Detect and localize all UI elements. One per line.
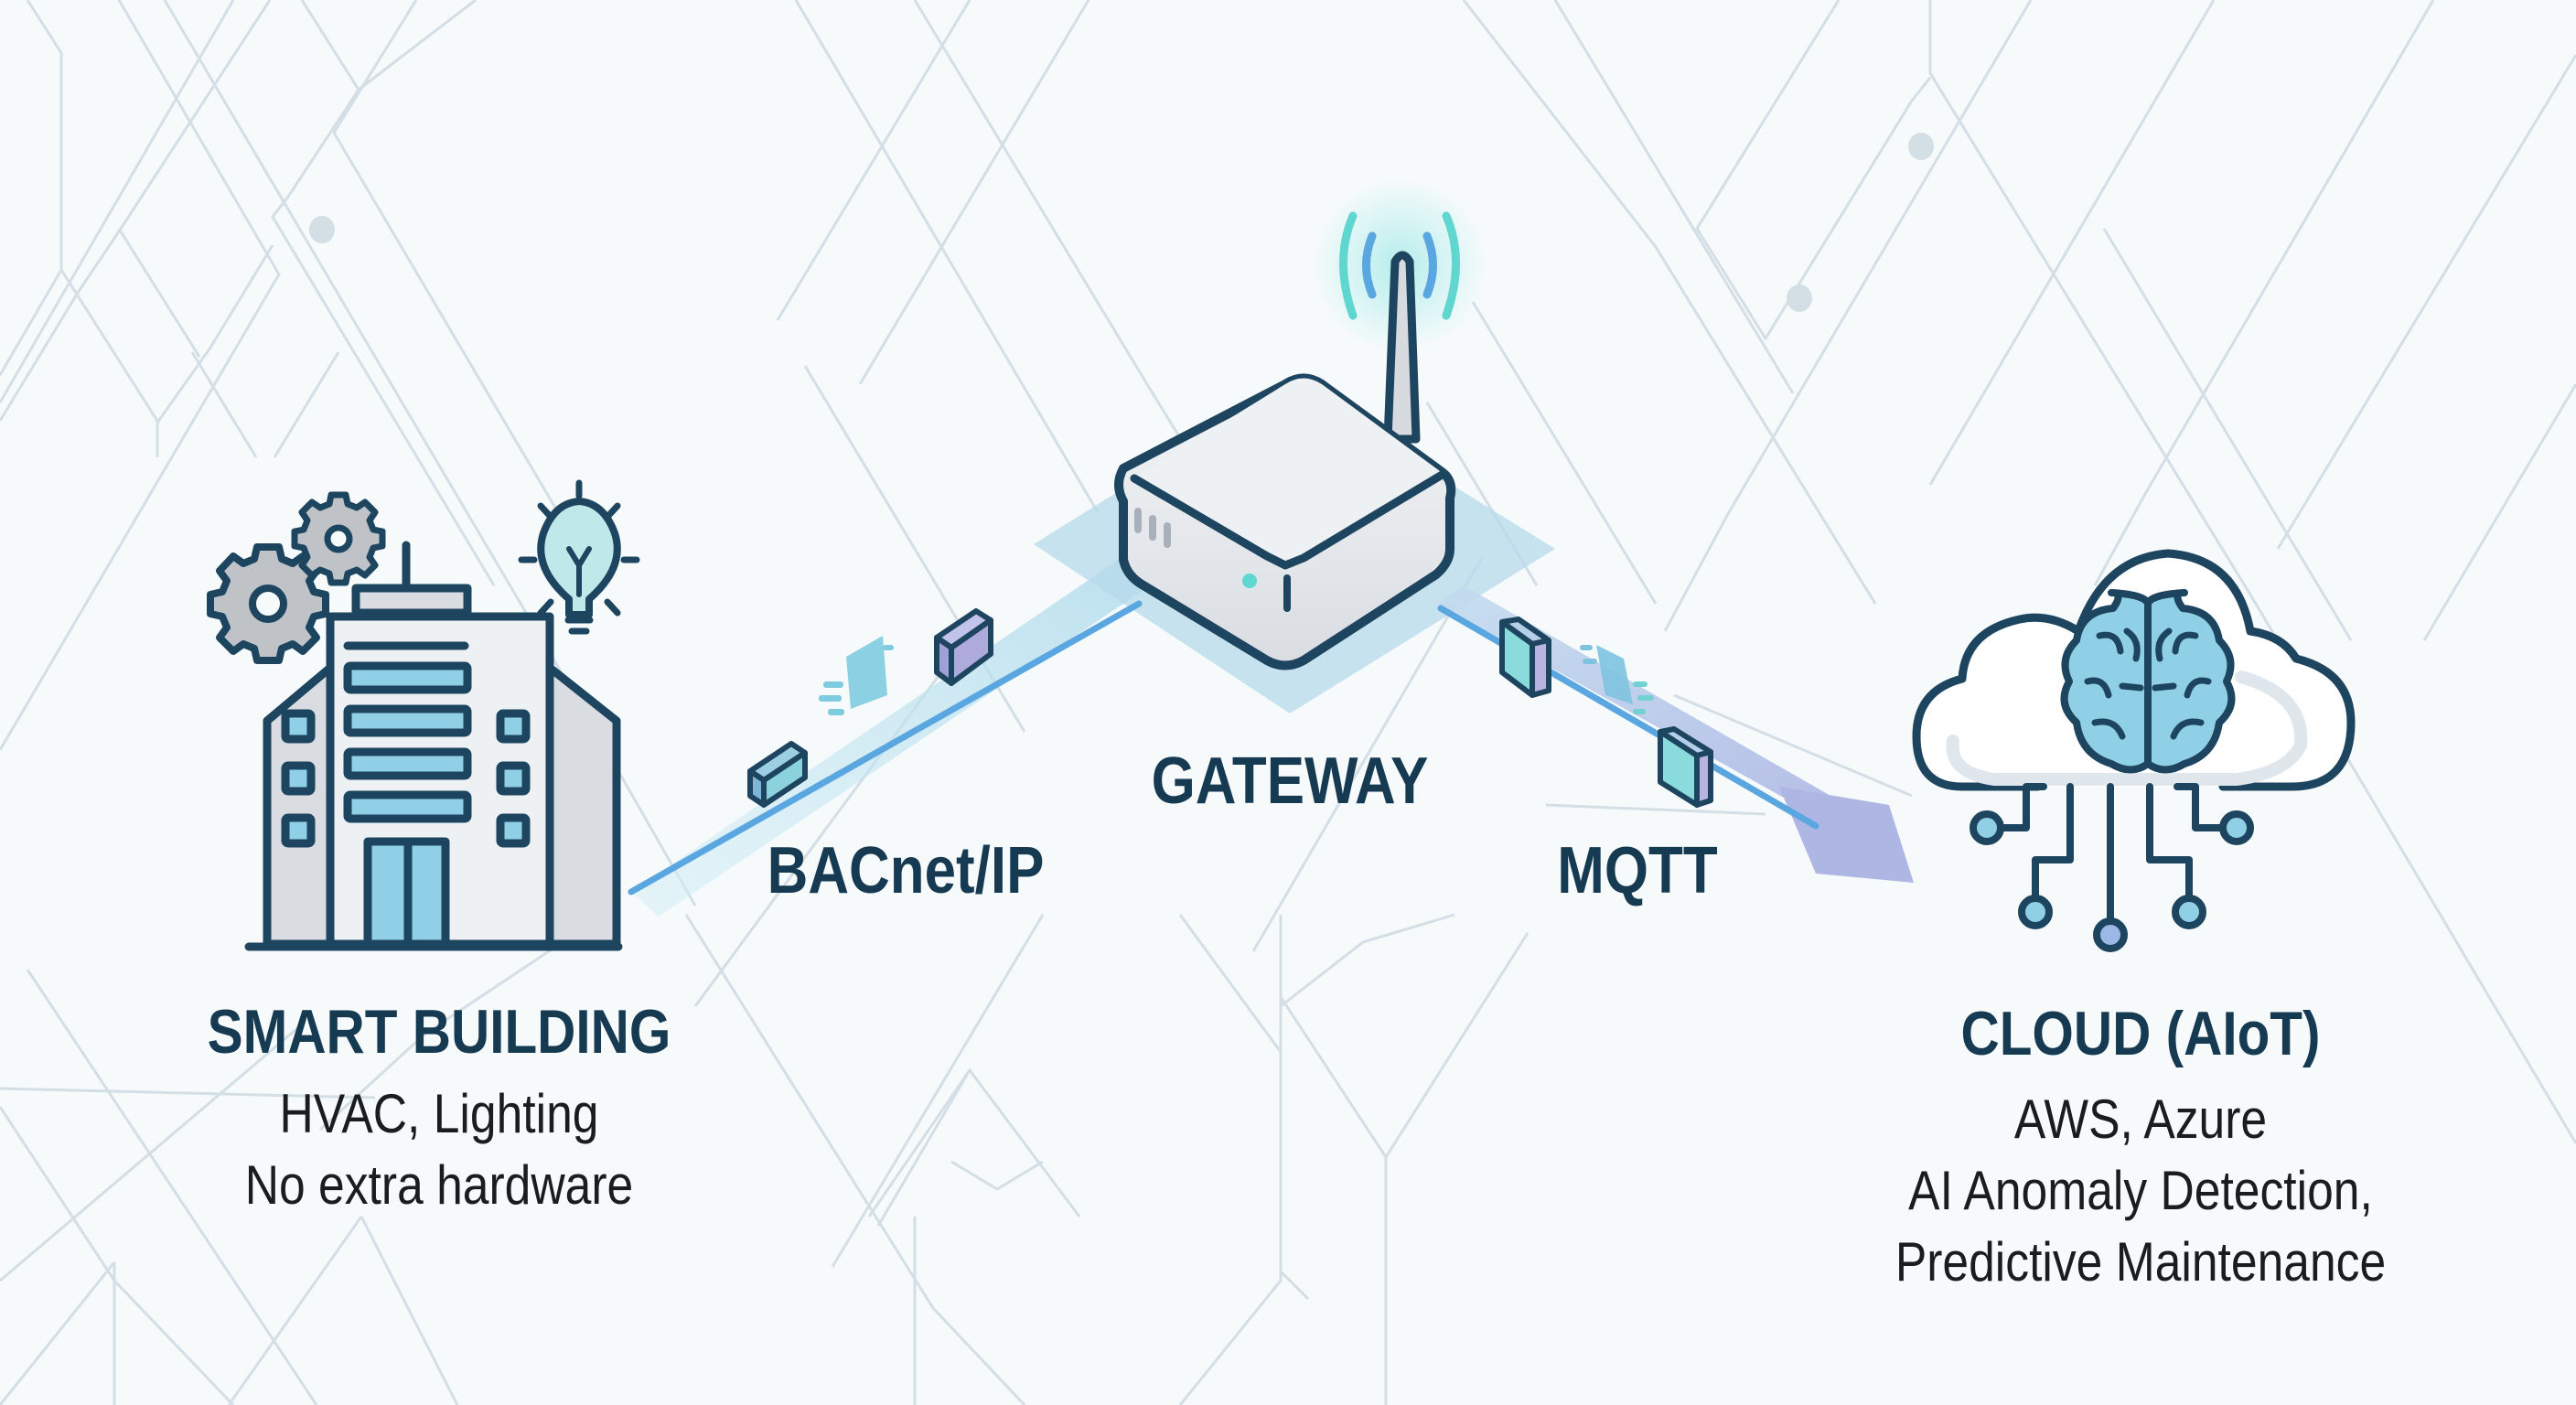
grid-node xyxy=(1787,284,1812,312)
grid-line xyxy=(117,228,201,358)
grid-line xyxy=(0,1261,116,1405)
grid-line xyxy=(0,1087,376,1099)
protocol-label-mqtt: MQTT xyxy=(1557,834,1718,907)
grid-line xyxy=(0,0,272,422)
brain-icon xyxy=(2060,589,2236,774)
grid-line xyxy=(1673,693,1913,798)
grid-line xyxy=(360,1216,459,1405)
grid-line xyxy=(1928,0,2216,486)
grid-line xyxy=(2093,0,2435,586)
grid-line xyxy=(1279,1270,1310,1301)
grid-line xyxy=(2102,228,2353,641)
vent-slot xyxy=(1149,515,1156,541)
grid-line xyxy=(0,0,63,376)
wireless-signal-icon xyxy=(1339,211,1460,320)
grid-line xyxy=(794,0,1100,513)
grid-line xyxy=(776,0,971,321)
grid-line xyxy=(26,969,318,1405)
status-led xyxy=(1242,574,1257,588)
grid-line xyxy=(318,913,605,1132)
grid-line xyxy=(2276,54,2576,550)
router-edge xyxy=(1130,469,1448,570)
gear-icon xyxy=(291,491,386,586)
grid-line xyxy=(1178,914,1283,1053)
grid-line xyxy=(190,351,258,458)
light-rays xyxy=(518,479,640,617)
packet-icon xyxy=(934,608,993,686)
grid-line xyxy=(1251,557,1484,952)
grid-line xyxy=(950,1160,1044,1191)
background-nodes xyxy=(309,133,1934,312)
circuit-icon xyxy=(1970,783,2254,952)
grid-line xyxy=(867,1067,1081,1217)
grid-line xyxy=(0,0,235,403)
grid-line xyxy=(1928,0,2576,1144)
lightbulb-icon xyxy=(518,479,640,635)
grid-line xyxy=(1471,301,1658,605)
grid-line xyxy=(227,1216,363,1405)
grid-line xyxy=(156,244,274,424)
grid-line xyxy=(273,351,340,458)
grid-line xyxy=(1695,0,1932,341)
grid-line xyxy=(1663,0,2033,632)
grid-line xyxy=(684,914,1026,1405)
grid-line xyxy=(1553,0,1795,394)
grid-line xyxy=(0,0,281,751)
building-title: SMART BUILDING xyxy=(207,997,671,1067)
building-icon xyxy=(244,541,623,951)
grid-line xyxy=(2422,383,2576,641)
grid-line xyxy=(332,0,560,513)
grid-line xyxy=(0,1023,303,1282)
grid-node xyxy=(1908,133,1934,160)
building-detail-line: No extra hardware xyxy=(244,1154,634,1216)
building-detail-line: HVAC, Lighting xyxy=(279,1083,599,1144)
grid-line xyxy=(1178,915,1283,1405)
grid-line xyxy=(876,1069,971,1227)
packet-icon xyxy=(747,741,808,808)
lane-band xyxy=(1436,585,1839,823)
grid-line xyxy=(858,0,1090,385)
packet-icon xyxy=(1658,726,1713,808)
data-burst-icon xyxy=(819,636,894,715)
grid-node xyxy=(309,216,335,243)
grid-line xyxy=(271,0,496,586)
grid-line xyxy=(1545,803,1766,816)
lane-band xyxy=(631,549,1157,917)
data-burst-icon xyxy=(1580,645,1654,714)
grid-line xyxy=(831,914,1045,1268)
vent-slot xyxy=(1134,508,1142,533)
cloud-detail-line: AI Anomaly Detection, xyxy=(1908,1160,2373,1221)
vent-slot xyxy=(1164,522,1171,548)
gateway-title: GATEWAY xyxy=(1151,745,1429,818)
cloud-title: CLOUD (AIoT) xyxy=(1960,999,2321,1068)
lane-line xyxy=(628,600,1143,896)
packet-icon xyxy=(1499,617,1551,698)
antenna-icon xyxy=(1383,251,1421,444)
cloud-detail-line: AWS, Azure xyxy=(2013,1089,2268,1150)
gateway-device xyxy=(1114,178,1487,670)
grid-line xyxy=(358,0,477,91)
protocol-label-bacnet: BACnet/IP xyxy=(767,834,1045,907)
gear-icon xyxy=(207,543,329,664)
flow-arrow-head xyxy=(1779,787,1914,883)
lane-line xyxy=(1437,605,1819,830)
grid-line xyxy=(1279,932,1530,1160)
grid-line xyxy=(1462,0,1877,605)
cloud-detail-line: Predictive Maintenance xyxy=(1894,1231,2387,1292)
grid-line xyxy=(1280,913,1455,1008)
